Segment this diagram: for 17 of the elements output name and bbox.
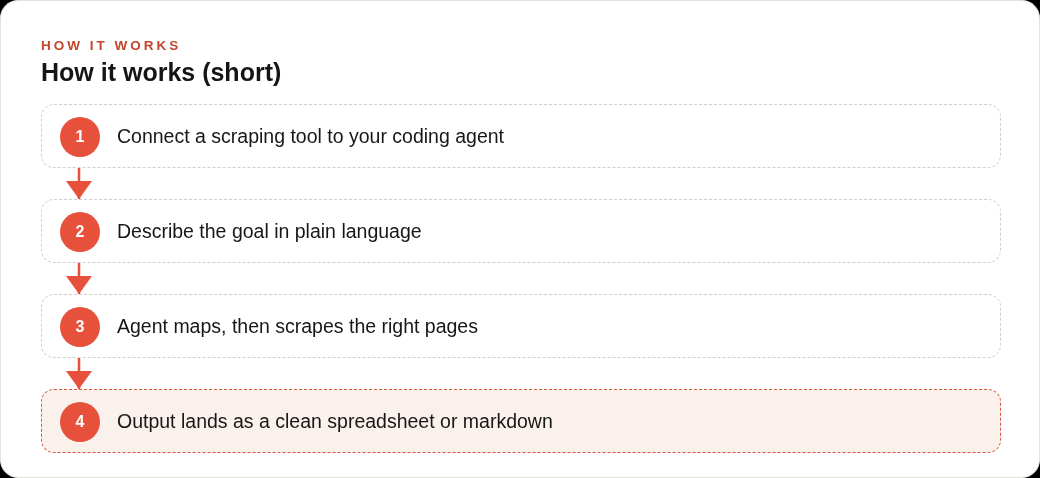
step-text: Agent maps, then scrapes the right pages <box>117 314 478 338</box>
arrow <box>66 358 92 389</box>
step-box <box>41 104 1001 168</box>
step-box <box>41 199 1001 263</box>
step-box <box>41 294 1001 358</box>
step-text: Describe the goal in plain language <box>117 219 422 243</box>
arrow <box>66 168 92 199</box>
highlighted-step-box <box>41 389 1001 453</box>
arrow <box>66 263 92 294</box>
step-text: Output lands as a clean spreadsheet or markdown <box>117 409 553 433</box>
step-number-circle: 4 <box>60 402 100 442</box>
step-number-circle: 1 <box>60 117 100 157</box>
section-eyebrow: HOW IT WORKS <box>41 37 182 54</box>
step-text: Connect a scraping tool to your coding agent <box>117 124 504 148</box>
heading: How it works (short) <box>41 57 282 87</box>
step-number-circle: 2 <box>60 212 100 252</box>
step-number-circle: 3 <box>60 307 100 347</box>
